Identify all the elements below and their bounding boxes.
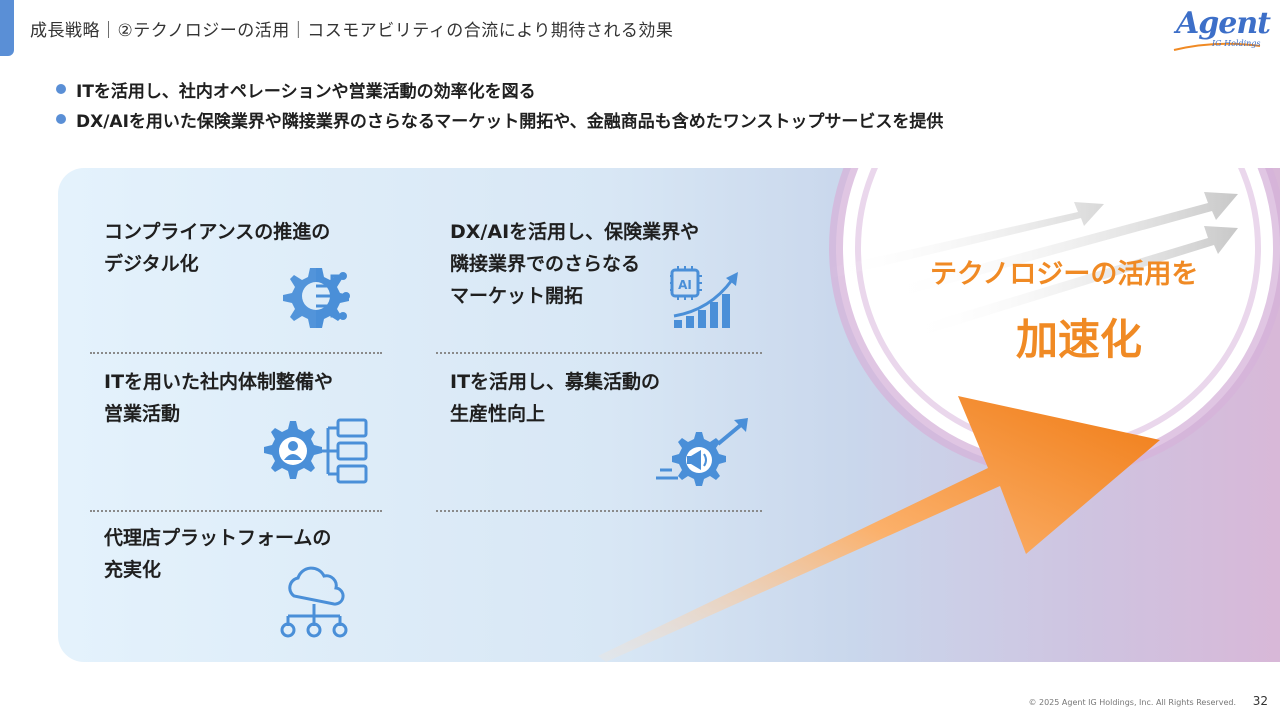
effect-cell-title: ITを活用し、募集活動の 生産性向上 <box>450 366 660 430</box>
cell-title-line: マーケット開拓 <box>450 285 584 307</box>
bullet-text: DX/AIを用いた保険業界や隣接業界のさらなるマーケット開拓や、金融商品も含めた… <box>76 111 944 132</box>
logo-wordmark: Agent <box>1176 6 1271 41</box>
logo-subtitle: IG Holdings <box>1212 39 1261 48</box>
grid-divider <box>436 510 762 512</box>
cloud-network-icon <box>280 566 348 638</box>
copyright-text: © 2025 Agent IG Holdings, Inc. All Right… <box>1028 698 1236 707</box>
cell-title-line: 生産性向上 <box>450 403 546 425</box>
bullet-dot-icon <box>56 84 66 94</box>
grid-divider <box>90 352 382 354</box>
bullet-item: DX/AIを用いた保険業界や隣接業界のさらなるマーケット開拓や、金融商品も含めた… <box>56 104 943 134</box>
cell-title-line: ITを活用し、募集活動の <box>450 371 661 393</box>
bullet-dot-icon <box>56 114 66 124</box>
speed-arrow-icon <box>904 226 1238 340</box>
cell-title-line: 代理店プラットフォームの <box>104 527 332 549</box>
company-logo: Agent IG Holdings <box>1168 6 1271 58</box>
gear-person-network-icon <box>264 418 368 484</box>
page-title: 成長戦略｜②テクノロジーの活用｜コスモアビリティの合流により期待される効果 <box>30 21 674 41</box>
speed-arrow-icon <box>828 202 1104 278</box>
bullet-item: ITを活用し、社内オペレーションや営業活動の効率化を図る <box>56 74 943 104</box>
page-number: 32 <box>1252 694 1268 708</box>
svg-text:AI: AI <box>678 278 692 292</box>
orange-arrow-icon <box>598 396 1160 662</box>
bullet-text: ITを活用し、社内オペレーションや営業活動の効率化を図る <box>76 81 536 102</box>
ai-growth-chart-icon: AI <box>670 266 738 328</box>
bullet-list: ITを活用し、社内オペレーションや営業活動の効率化を図る DX/AIを用いた保険… <box>56 74 943 134</box>
logo-swoosh-icon <box>1173 42 1261 51</box>
accent-bar <box>0 0 14 56</box>
gear-megaphone-icon <box>656 418 748 486</box>
grid-divider <box>90 510 382 512</box>
acceleration-graphic <box>598 168 1280 662</box>
effect-cell-title: 代理店プラットフォームの 充実化 <box>104 522 331 586</box>
effects-panel: コンプライアンスの推進の デジタル化 DX/AIを活用し、保険業界や 隣接業界で… <box>58 168 1280 662</box>
accelerate-label: テクノロジーの活用を <box>930 259 1199 290</box>
cell-title-line: 隣接業界でのさらなる <box>450 253 641 275</box>
accelerate-emphasis: 加速化 <box>1016 315 1143 364</box>
effect-cell-title: ITを用いた社内体制整備や 営業活動 <box>104 366 333 430</box>
cell-title-line: ITを用いた社内体制整備や <box>104 371 334 393</box>
cell-title-line: 営業活動 <box>104 403 181 425</box>
cell-title-line: DX/AIを活用し、保険業界や <box>450 221 700 243</box>
cell-title-line: 充実化 <box>104 559 162 581</box>
effect-cell-title: DX/AIを活用し、保険業界や 隣接業界でのさらなる マーケット開拓 <box>450 216 699 312</box>
speed-arrow-icon <box>884 192 1238 300</box>
gear-circuit-icon <box>283 268 350 328</box>
cell-title-line: コンプライアンスの推進の <box>104 221 331 243</box>
cell-title-line: デジタル化 <box>104 253 199 275</box>
grid-divider <box>436 352 762 354</box>
effect-cell-title: コンプライアンスの推進の デジタル化 <box>104 216 330 280</box>
